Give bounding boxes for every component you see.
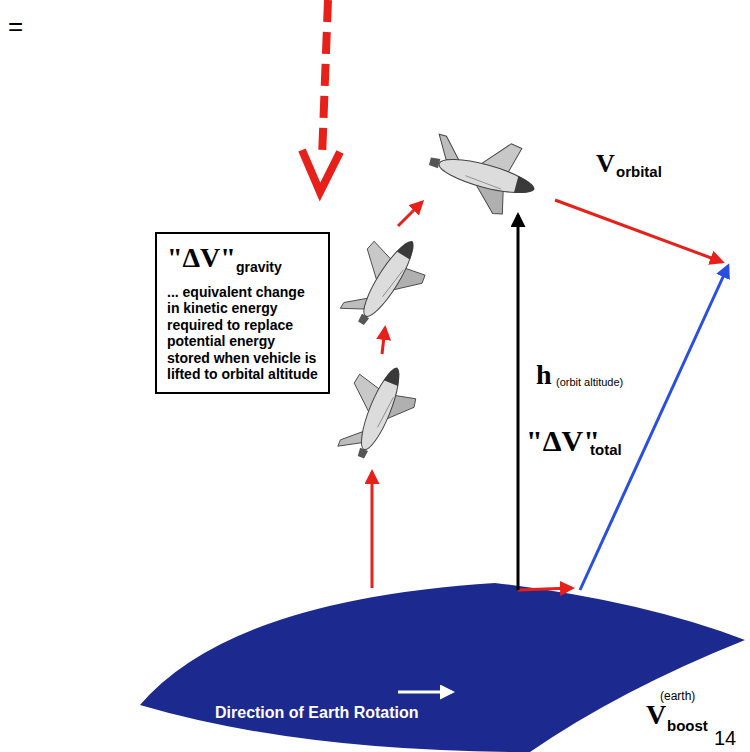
delta-v-symbol: "ΔV" — [526, 424, 600, 457]
rotation-label: Direction of Earth Rotation — [215, 704, 419, 722]
altitude-note: (orbit altitude) — [556, 376, 623, 388]
note-box: "ΔV"gravity ... equivalent change in kine… — [155, 232, 330, 394]
altitude-symbol: h — [536, 360, 552, 391]
trajectory-arrow — [398, 202, 422, 226]
subscript: total — [590, 442, 622, 459]
subscript: boost — [667, 718, 708, 735]
total-delta-v-arrow — [580, 266, 728, 590]
page-number: 14 — [714, 727, 736, 749]
velocity-symbol: V — [596, 150, 615, 179]
orbital-velocity-arrow — [555, 200, 722, 262]
trajectory-arrow — [382, 328, 385, 354]
subscript: orbital — [616, 164, 662, 181]
note-text: ... equivalent change in kinetic energy … — [167, 284, 318, 382]
note-heading: "ΔV" — [167, 242, 236, 273]
note-heading: gravity — [236, 259, 282, 275]
altitude-arrow — [517, 215, 520, 590]
trajectory-arrow — [371, 472, 374, 588]
velocity-symbol: V — [646, 700, 666, 731]
boost-arrow — [518, 588, 572, 590]
rotation-arrow — [398, 691, 452, 694]
pointer-arrow-head — [302, 150, 340, 192]
shuttle — [329, 355, 425, 469]
equals-sign: = — [8, 12, 23, 41]
pointer-arrow — [322, 0, 328, 158]
shuttle — [332, 223, 438, 339]
earth-surface — [140, 583, 745, 752]
shuttle — [421, 125, 544, 223]
